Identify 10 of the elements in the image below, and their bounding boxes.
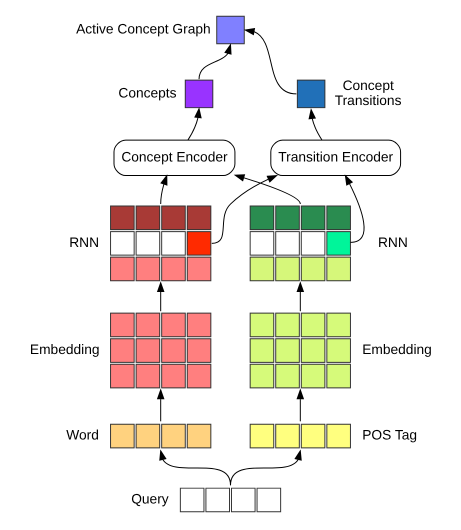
node-label: RNN (378, 235, 408, 250)
node-label: POS Tag (362, 428, 418, 443)
node-label: Word (66, 428, 99, 443)
node-label: Embedding (362, 342, 432, 358)
node-label: Embedding (30, 342, 100, 358)
node-label: Concepts (118, 86, 177, 101)
node-label: Query (131, 492, 169, 507)
node-label: RNN (69, 235, 100, 250)
node-label: Active Concept Graph (76, 22, 211, 37)
node-label: Concept Transitions (334, 78, 402, 108)
